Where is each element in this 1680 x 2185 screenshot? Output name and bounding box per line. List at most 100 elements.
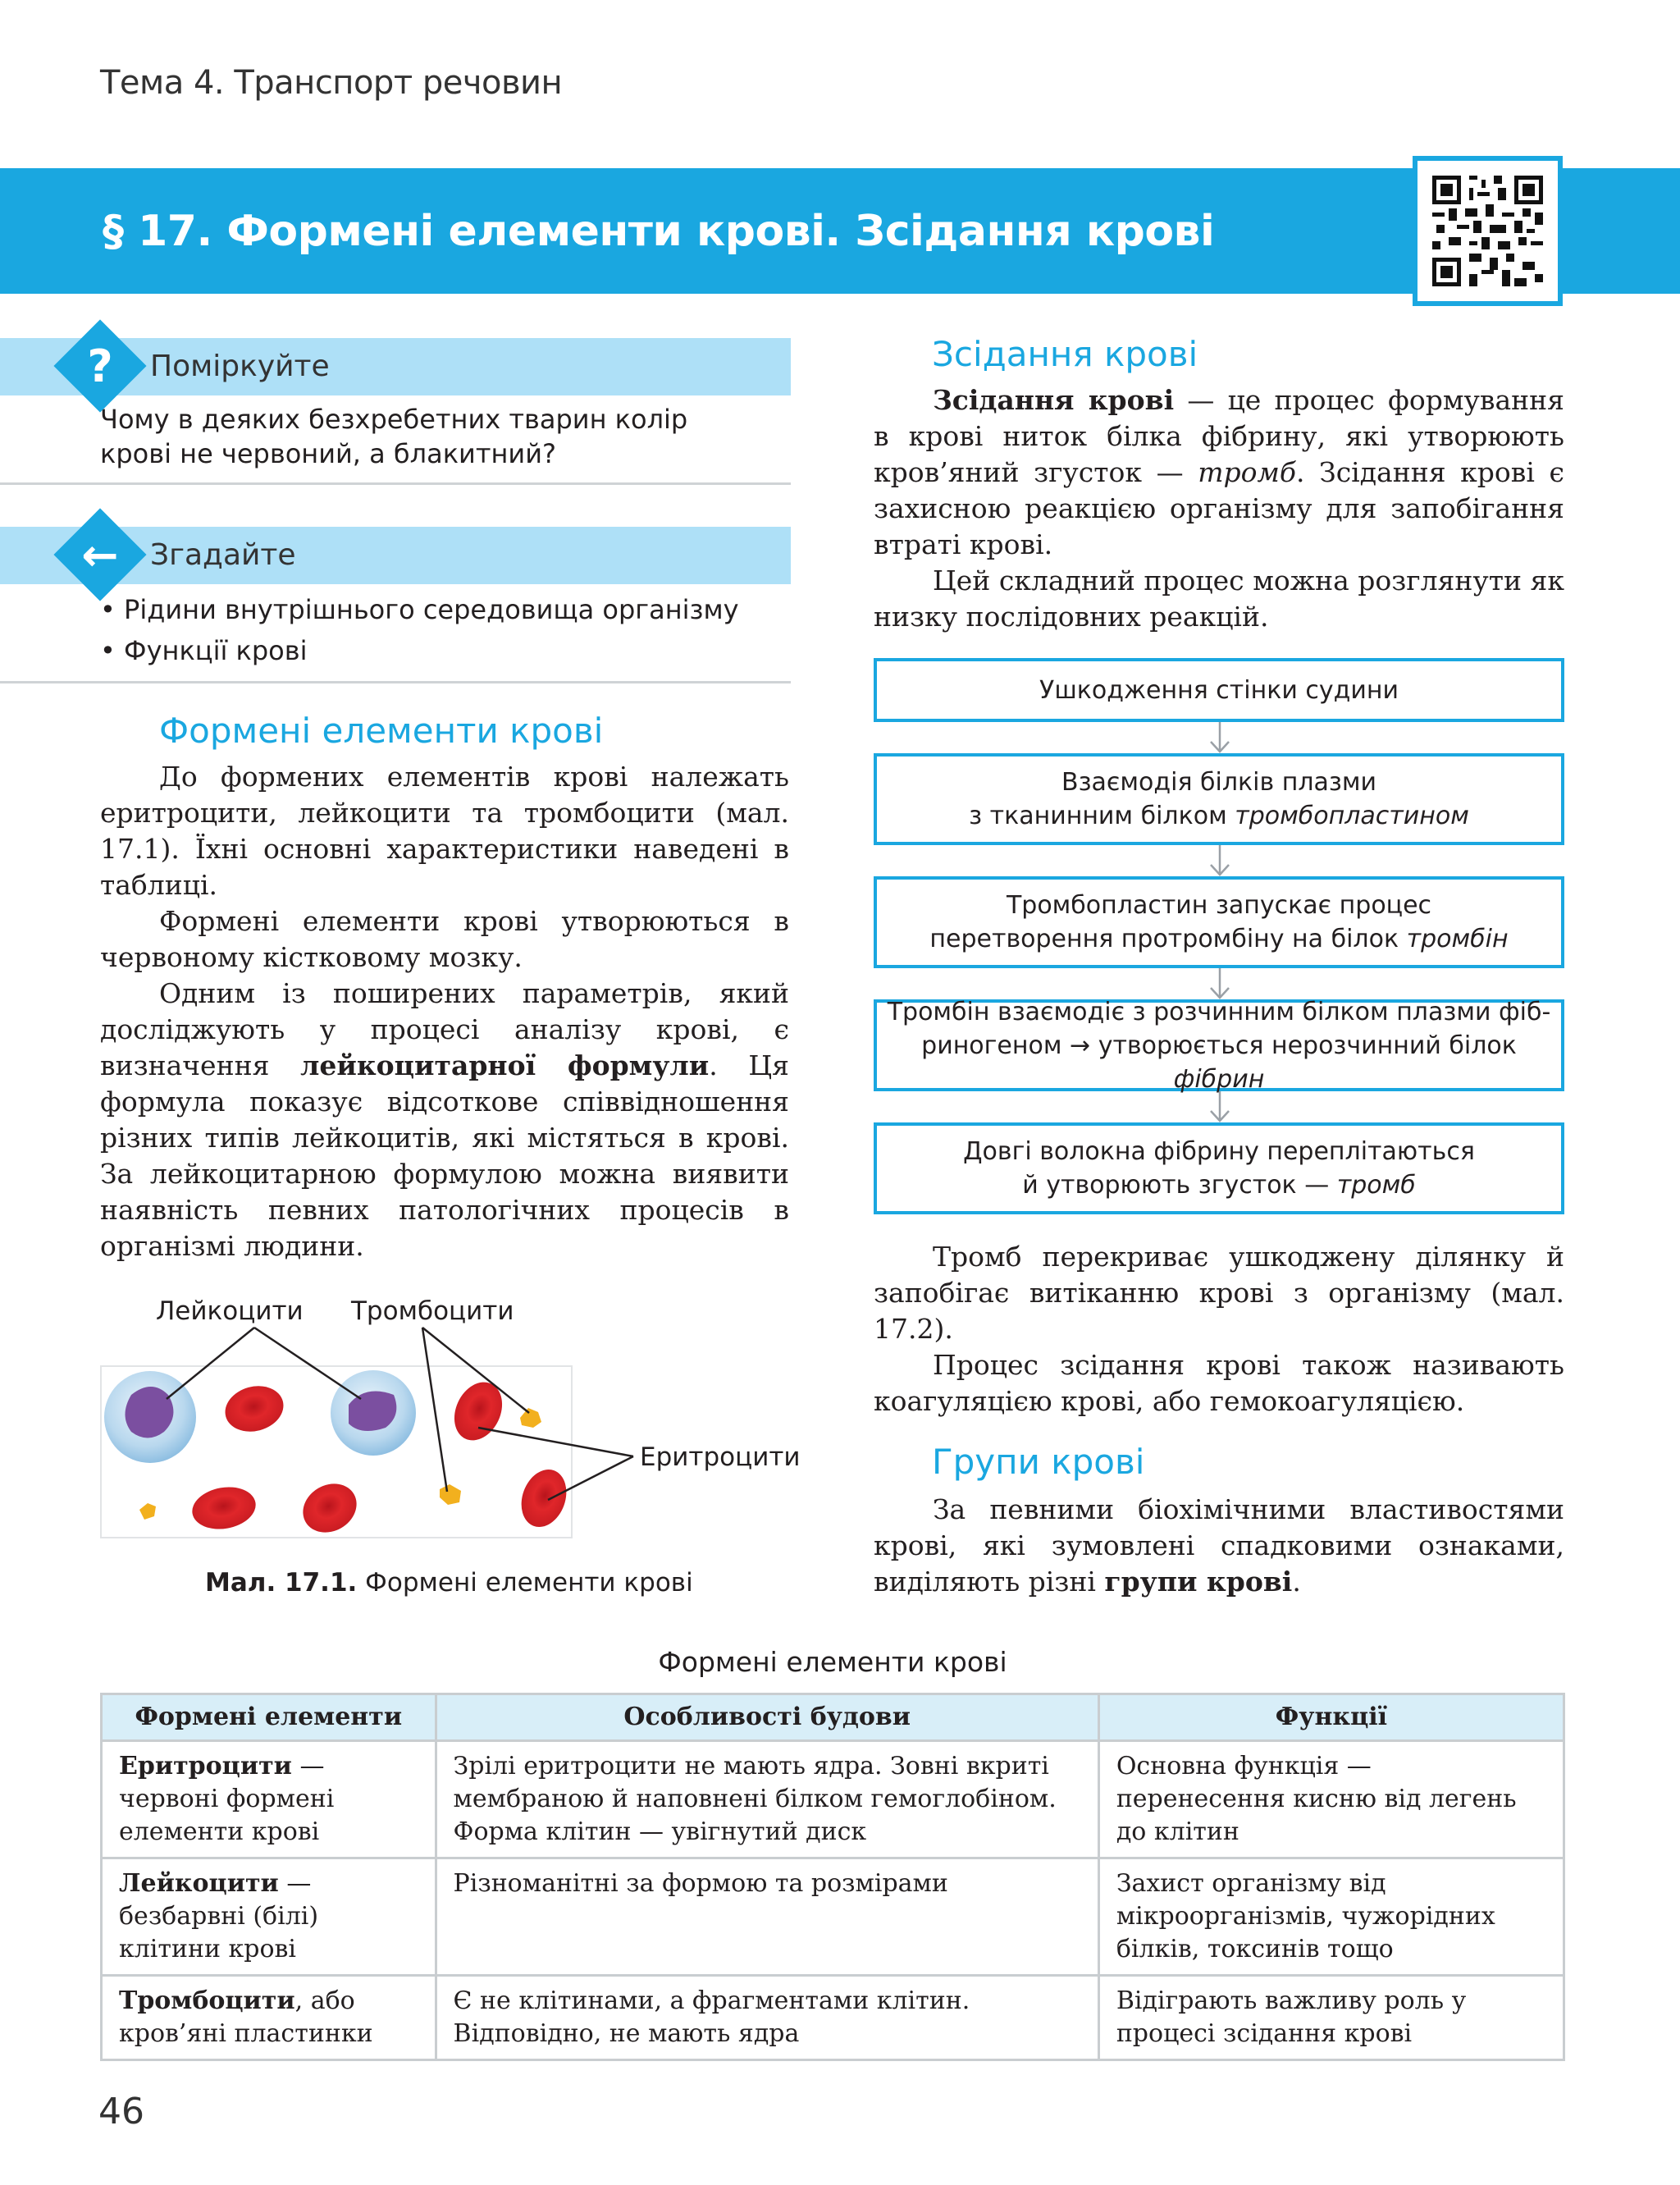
leukocyte [331, 1370, 416, 1456]
table-row: Лейкоцити — безбарвні (білі) клітини кро… [100, 1857, 1566, 1977]
clotting-text-continued: Тромб перекриває ушкоджену ділянку й зап… [874, 1239, 1564, 1419]
text: За певними біохімічними властивостями кр… [874, 1493, 1564, 1598]
qr-code-icon [1432, 176, 1543, 286]
think-box: ? Поміркуйте Чому в деяких безхребетних … [0, 319, 791, 485]
term-italic: тромб [1336, 1171, 1416, 1200]
text: — це процес формування в крові ниток біл… [874, 384, 1564, 488]
platelet [520, 1408, 541, 1428]
erythrocyte [521, 1470, 567, 1527]
term-italic: тромб [1198, 456, 1297, 488]
paragraph: Зсідання крові — це процес формування в … [874, 382, 1564, 563]
flow-line: Тромбопластин запускає процес [1006, 891, 1432, 920]
erythrocyte [192, 1487, 256, 1529]
flow-line: Взаємодія білків плазми [1061, 768, 1376, 797]
table-header-cell: Особливості будови [434, 1693, 1100, 1742]
platelet [440, 1484, 461, 1505]
text: й утворюють згусток — [1022, 1171, 1337, 1200]
text: — червоні формені елементи крові [119, 1752, 335, 1846]
flow-line: Довгі волокна фібрину переплітаються [963, 1137, 1475, 1166]
arrow-left-icon: ← [81, 529, 119, 581]
table-header-cell: Функції [1097, 1693, 1566, 1742]
term-bold: Тромбоцити [119, 1986, 295, 2015]
recall-item: • Рідини внутрішнього середовища організ… [100, 594, 739, 625]
table-cell-function: Відіграють важливу роль у процесі зсідан… [1097, 1974, 1566, 2061]
table-cell-element: Лейкоцити — безбарвні (білі) клітини кро… [100, 1857, 437, 1977]
erythrocyte [303, 1483, 357, 1533]
term-italic: тромбін [1406, 925, 1509, 953]
table-header-cell: Формені елементи [100, 1693, 437, 1742]
title-banner [0, 168, 1680, 294]
text: перетворення протромбіну на білок [929, 925, 1407, 953]
section-heading-clotting: Зсідання крові [932, 334, 1198, 374]
text: — безбарвні (білі) клітини крові [119, 1869, 319, 1963]
recall-item: • Функції крові [100, 635, 308, 666]
term-italic: фібрин [1173, 1064, 1265, 1094]
flow-step-4: Тромбін взаємодіє з розчинним білком пла… [874, 998, 1564, 1094]
qr-code[interactable] [1413, 156, 1563, 306]
paragraph: Одним із поширених параметрів, який досл… [100, 976, 789, 1264]
figure-caption-text: Формені елементи крові [357, 1568, 693, 1598]
table-cell-function: Основна функція — перенесення кисню від … [1097, 1739, 1566, 1859]
recall-box-header: ← Згадайте [0, 508, 791, 601]
figure-caption-number: Мал. 17.1. [205, 1568, 358, 1598]
paragraph: До формених елементів крові належать ери… [100, 761, 789, 901]
paragraph: Тромб перекриває ушкоджену ділянку й зап… [874, 1241, 1564, 1345]
groups-text: За певними біохімічними властивостями кр… [874, 1492, 1564, 1600]
table-cell-structure: Зрілі еритроцити не мають ядра. Зовні вк… [434, 1739, 1100, 1859]
table-cell-function: Захист організму від мікроорганізмів, чу… [1097, 1857, 1566, 1977]
term-bold: групи крові [1104, 1566, 1293, 1598]
chevron-down-icon [1210, 722, 1230, 753]
topic-header: Тема 4. Транспорт речовин [100, 64, 563, 102]
paragraph: Процес зсідання крові також називають ко… [874, 1349, 1564, 1417]
text: . [1292, 1566, 1301, 1598]
erythrocyte [225, 1386, 284, 1432]
table-row: Тромбоцити, або кров’яні пластинки Є не … [100, 1974, 1566, 2061]
page-number: 46 [98, 2091, 144, 2132]
term-bold: Зсідання крові [933, 384, 1175, 416]
table-cell-structure: Різноманітні за формою та розмірами [434, 1857, 1100, 1977]
flow-step-1: Ушкодження стінки судини [874, 658, 1564, 722]
term-bold: Лейкоцити [119, 1869, 279, 1898]
text: . Зсідання крові є захисною реакцією орг… [874, 456, 1564, 560]
table-cell-element: Еритроцити — червоні формені елементи кр… [100, 1739, 437, 1859]
flow-line: риногеном → утворюється нерозчинний біло… [877, 1029, 1561, 1096]
chevron-down-icon [1210, 968, 1230, 999]
think-box-header: ? Поміркуйте [0, 319, 791, 413]
flow-line: й утворюють згусток — тромб [963, 1168, 1475, 1202]
section-heading-groups: Групи крові [932, 1442, 1145, 1482]
table-cell-element: Тромбоцити, або кров’яні пластинки [100, 1974, 437, 2061]
flow-line: Тромбін взаємодіє з розчинним білком пла… [887, 997, 1551, 1026]
think-question-line: крові не червоний, а блакитний? [100, 438, 556, 469]
flow-step-text: Тромбін взаємодіє з розчинним білком пла… [877, 995, 1561, 1096]
question-icon: ? [87, 341, 113, 392]
text: , або кров’яні пластинки [119, 1986, 373, 2048]
table-header-row: Формені елементи Особливості будови Функ… [100, 1693, 1566, 1742]
recall-box: ← Згадайте • Рідини внутрішнього середов… [0, 508, 791, 683]
figure-label-erythrocytes: Еритроцити [640, 1442, 801, 1472]
flow-step-text: Ушкодження стінки судини [1039, 675, 1399, 705]
paragraph-title: § 17. Формені елементи крові. Зсідання к… [103, 207, 1215, 256]
paragraph: За певними біохімічними властивостями кр… [874, 1492, 1564, 1600]
text: риногеном → утворюється нерозчинний біло… [921, 1031, 1517, 1060]
think-box-body: Чому в деяких безхребетних тварин колір … [0, 395, 791, 485]
think-question-line: Чому в деяких безхребетних тварин колір [100, 404, 688, 435]
text: Одним із поширених параметрів, який досл… [100, 977, 789, 1081]
blood-elements-table: Формені елементи Особливості будови Функ… [100, 1693, 1566, 2061]
text: . Ця формула показує відсоткове співвідн… [100, 1049, 789, 1262]
term-italic: тромбопластином [1235, 802, 1469, 830]
flow-line: перетворення протромбіну на білок тромбі… [929, 922, 1508, 956]
section-heading-formed: Формені елементи крові [159, 711, 604, 751]
clotting-text: Зсідання крові — це процес формування в … [874, 382, 1564, 635]
table-row: Еритроцити — червоні формені елементи кр… [100, 1739, 1566, 1859]
paragraph: Формені елементи крові утворюються в чер… [100, 905, 789, 973]
recall-box-label: Згадайте [150, 538, 296, 572]
chevron-down-icon [1210, 845, 1230, 876]
figure-caption: Мал. 17.1. Формені елементи крові [205, 1568, 693, 1598]
table-caption: Формені елементи крові [658, 1646, 1007, 1678]
term-bold: Еритроцити [119, 1752, 292, 1780]
